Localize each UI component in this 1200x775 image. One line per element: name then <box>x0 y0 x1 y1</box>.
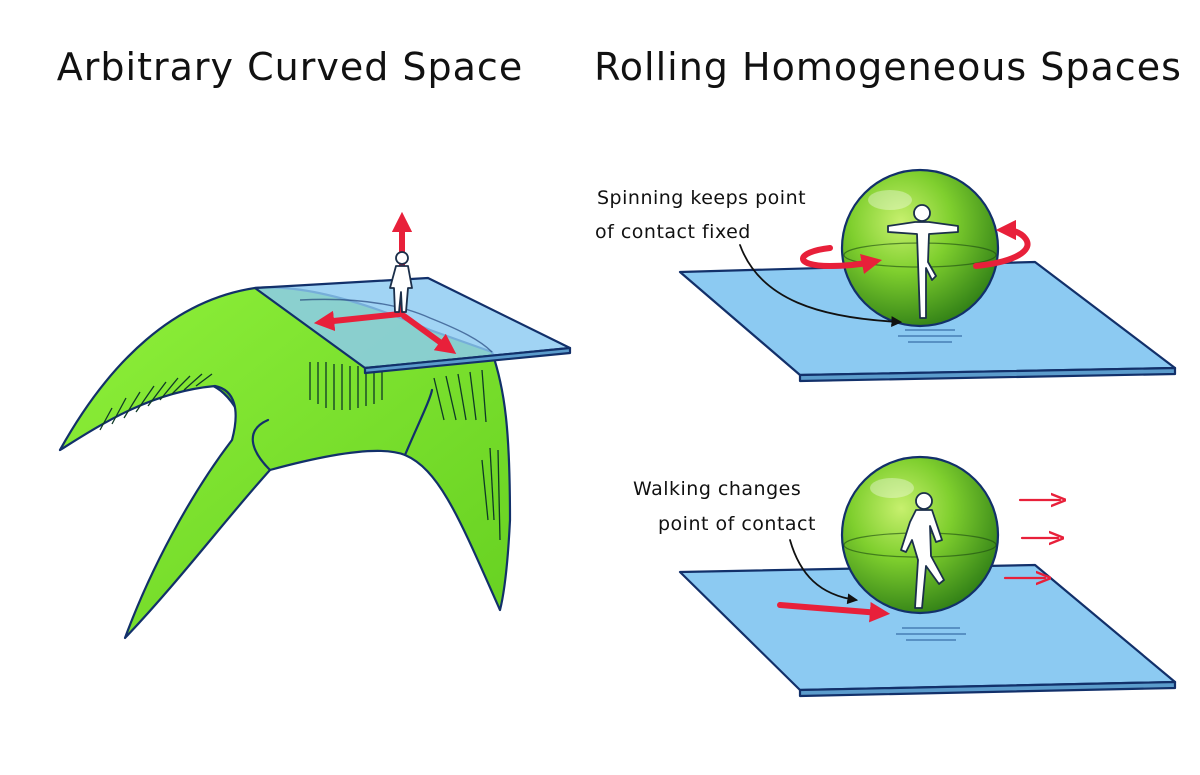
tangent-arrow-forward <box>401 313 457 354</box>
plane-top-ripples <box>898 329 962 343</box>
right-title: Rolling Homogeneous Spaces <box>594 45 1182 89</box>
person-walking <box>900 492 945 609</box>
walking-note-line1: Walking changes <box>633 478 801 500</box>
rotation-arrow-right <box>973 219 1031 269</box>
spinning-scene <box>678 168 1177 383</box>
walking-pointer <box>789 539 859 605</box>
person-on-plane <box>389 251 413 313</box>
person-spinning <box>887 204 959 319</box>
plane-bottom-ripples <box>896 627 966 641</box>
spinning-pointer <box>739 244 903 327</box>
spinning-note-line2: of contact fixed <box>595 221 751 243</box>
left-title: Arbitrary Curved Space <box>57 45 523 89</box>
floor-arrow <box>777 602 891 623</box>
walking-scene <box>678 455 1177 698</box>
walking-note-line2: point of contact <box>658 513 816 535</box>
spinning-note-line1: Spinning keeps point <box>597 187 806 209</box>
rotation-arrow-left <box>800 245 883 275</box>
curved-surface <box>58 286 512 640</box>
tangent-arrow-left <box>313 310 403 332</box>
surface-shading <box>99 362 501 541</box>
